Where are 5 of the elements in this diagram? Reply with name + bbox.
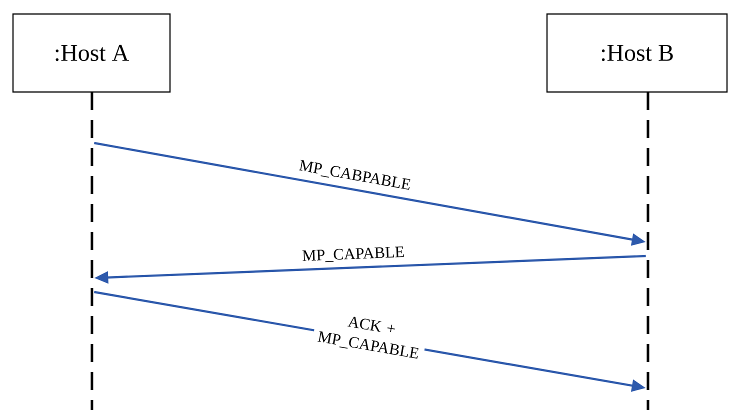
edge-label: MP_CAPABLE — [297, 245, 410, 264]
lifeline — [646, 92, 650, 410]
participant-box: :Host B — [546, 13, 728, 93]
participant-box: :Host A — [12, 13, 171, 93]
lifeline — [90, 92, 94, 410]
